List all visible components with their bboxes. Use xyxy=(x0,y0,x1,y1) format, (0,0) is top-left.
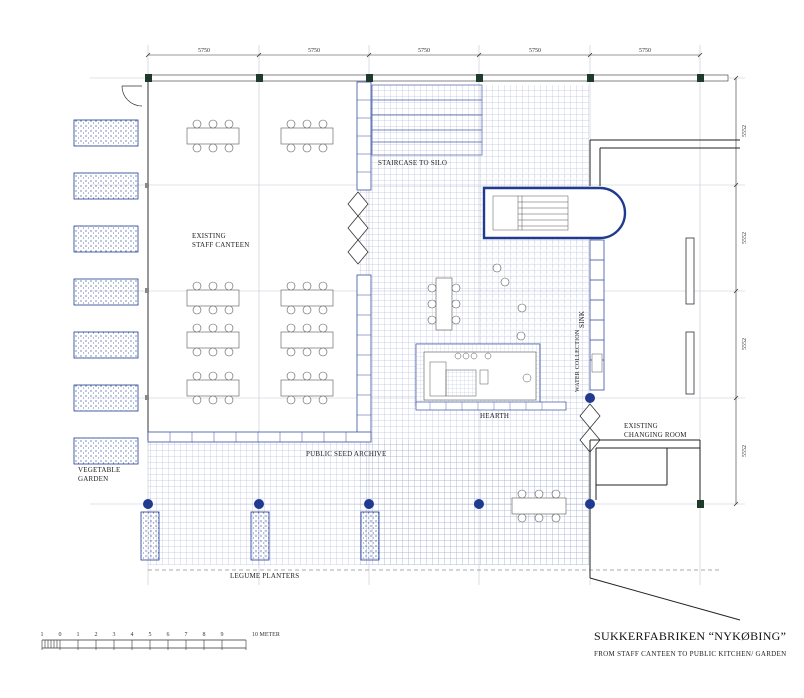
entry-door xyxy=(121,85,143,107)
staircase-to-silo xyxy=(371,84,483,156)
label-hearth: HEARTH xyxy=(480,412,509,420)
drawing-subtitle: FROM STAFF CANTEEN TO PUBLIC KITCHEN/ GA… xyxy=(594,650,786,658)
dining-table xyxy=(280,281,334,315)
scale-tick: 6 xyxy=(167,632,170,638)
label-legume: LEGUME PLANTERS xyxy=(230,572,299,580)
label-changing-2: CHANGING ROOM xyxy=(624,431,687,439)
dim-row-1: 5552 xyxy=(742,125,748,137)
structural-columns xyxy=(143,393,595,509)
dim-row-2: 5552 xyxy=(742,232,748,244)
dim-row-3: 5552 xyxy=(742,338,748,350)
dining-table xyxy=(280,323,334,357)
vegetable-garden-beds xyxy=(73,119,139,465)
scale-tick: 2 xyxy=(95,632,98,638)
scale-tick: 7 xyxy=(185,632,188,638)
dining-table xyxy=(186,281,240,315)
dim-col-3: 5750 xyxy=(418,48,430,54)
scale-tick: 0 xyxy=(59,632,62,638)
dim-row-4: 5552 xyxy=(742,445,748,457)
kitchen-stools xyxy=(492,263,527,341)
scale-tick: 8 xyxy=(203,632,206,638)
label-canteen-2: STAFF CANTEEN xyxy=(192,241,249,249)
dim-col-2: 5750 xyxy=(308,48,320,54)
dim-col-1: 5750 xyxy=(198,48,210,54)
dim-col-4: 5750 xyxy=(529,48,541,54)
label-garden-2: GARDEN xyxy=(78,475,108,483)
scale-tick: 5 xyxy=(149,632,152,638)
label-water-collection: WATER COLLECTION xyxy=(575,329,581,392)
label-seed-archive: PUBLIC SEED ARCHIVE xyxy=(306,450,386,458)
scale-tick: 1 xyxy=(77,632,80,638)
right-dimension-line: 5552 5552 5552 5552 xyxy=(733,75,748,507)
scale-tick: 4 xyxy=(131,632,134,638)
sink-counter xyxy=(589,239,605,391)
label-sink: SINK xyxy=(578,311,586,328)
changing-room-benches xyxy=(685,237,695,395)
dining-table xyxy=(280,119,334,153)
drawing-title: SUKKERFABRIKEN “NYKØBING” xyxy=(594,629,786,643)
scale-tick: 3 xyxy=(113,632,116,638)
dining-table xyxy=(186,371,240,405)
dining-table xyxy=(280,371,334,405)
dim-col-5: 5750 xyxy=(639,48,651,54)
top-dimension-line: 5750 5750 5750 5750 5750 xyxy=(145,48,703,58)
facade-band xyxy=(145,74,729,508)
canteen-tables xyxy=(186,119,334,405)
scale-bar: 1 0 1 2 3 4 5 6 7 8 9 10 METER xyxy=(41,632,280,650)
label-canteen-1: EXISTING xyxy=(192,232,226,240)
scale-tick: 1 xyxy=(41,632,44,638)
seed-archive-shelving xyxy=(147,81,372,443)
label-changing-1: EXISTING xyxy=(624,422,658,430)
dining-table xyxy=(186,119,240,153)
label-staircase: STAIRCASE TO SILO xyxy=(378,159,447,167)
hearth-kitchen-block xyxy=(415,343,567,411)
scale-end-label: 10 METER xyxy=(252,632,280,638)
outdoor-table xyxy=(511,489,567,523)
label-garden-1: VEGETABLE xyxy=(78,466,120,474)
silo-stair xyxy=(482,186,627,240)
shelving-dividers xyxy=(169,99,371,442)
legume-planters xyxy=(140,511,380,561)
dining-table xyxy=(186,323,240,357)
kitchen-table xyxy=(427,277,461,331)
scale-tick: 9 xyxy=(221,632,224,638)
